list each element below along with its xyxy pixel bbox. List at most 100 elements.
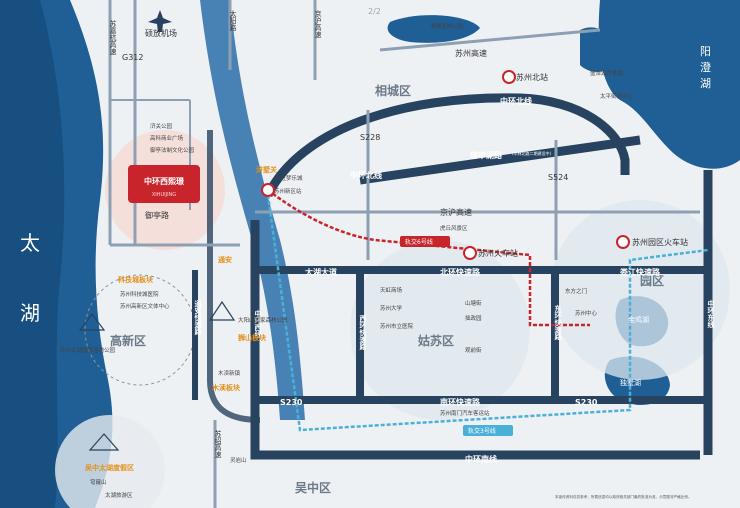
page-indicator: 2/2 (368, 7, 381, 16)
s524-label: S524 (548, 173, 568, 182)
mountain-icon-3 (88, 433, 120, 451)
suzhou-highway-label: 苏州高速 (455, 48, 487, 58)
taiyang-label: 太阳路 (229, 9, 237, 32)
mudu-board-label: 木渎板块 (211, 383, 241, 392)
taihu-dadao-label: 太湖大道 (304, 267, 337, 277)
project-name: 中环西熙璟 (144, 176, 184, 186)
ring-north (263, 93, 630, 198)
chunshen-note: (华林北路二期建设中) (512, 150, 552, 156)
suzhou-new-label: 苏州新区站 (274, 187, 302, 195)
taiping-label: 太平街道中心 (600, 92, 634, 100)
chunshen-road (359, 135, 641, 185)
caohu-label: 漕湖湿地公园 (430, 22, 464, 30)
mountain-icon-2 (78, 313, 106, 331)
tongan-road-label: 通安快速路 (194, 299, 203, 336)
shantang-label: 山塘街 (465, 299, 482, 307)
west-outer-road (207, 130, 261, 423)
g312-label: G312 (122, 53, 143, 62)
metro-6-label: 轨交6号线 (405, 238, 433, 246)
wuzhong-label: 吴中区 (295, 480, 331, 495)
gaoke-label: 高科商业广场 (150, 134, 184, 142)
taihu-label-2: 湖 (20, 301, 40, 325)
project-sub: XIHUIJING (152, 192, 176, 198)
suzhou-north-label: 苏州北站 (516, 72, 548, 82)
yangcheng-label-3: 湖 (700, 77, 711, 90)
lingyan-label: 灵岩山 (230, 456, 247, 464)
kejicheng-hosp-label: 苏州科技城医院 (120, 290, 159, 298)
suzhou-new-station-icon (261, 183, 275, 197)
s228-label: S228 (360, 133, 380, 142)
metro-3-label: 轨交3号线 (468, 427, 496, 435)
airport-label: 硕放机场 (145, 28, 177, 38)
yuanqu-circle (550, 200, 730, 380)
suda-label: 苏州大学 (380, 304, 403, 312)
zhonghuan-north-label: 中环北线 (500, 96, 532, 106)
suzhou-highway-line (379, 28, 601, 52)
gaoxin-center-label: 苏州高新区文体中心 (120, 302, 170, 310)
gaoxin-label: 高新区 (110, 333, 146, 348)
dushu-label: 独墅湖 (620, 378, 641, 387)
yongwang-label: 永旺梦乐城 (275, 174, 303, 182)
xiangcheng-label: 相城区 (375, 83, 411, 98)
project-marker[interactable] (128, 165, 200, 203)
yangcheng-label-2: 澄 (700, 60, 711, 74)
s230-b-label: S230 (575, 398, 598, 407)
zhonghuan-west-label: 中环西线 (254, 309, 262, 339)
huning-v-label: 京沪高速 (314, 9, 322, 39)
loujiang-label: 娄江快速路 (620, 267, 661, 277)
nanhuan-label: 南环快速路 (440, 397, 481, 407)
taihu-wetland-label: 苏州太湖国家湿地公园 (60, 346, 116, 354)
dongfang-label: 东方之门 (565, 287, 587, 295)
metro-6-badge (400, 236, 450, 247)
sh-park-label: 大阳山国家森林公园 (238, 316, 288, 324)
taihu-label-1: 太 (20, 231, 40, 255)
yangcheng-lake (598, 0, 740, 169)
caohu-lake (387, 15, 480, 43)
tiangong-label: 天虹商场 (380, 286, 403, 294)
xihuan-label: 西环快速路 (359, 315, 368, 351)
zhonghuan-south-label: 中环南线 (465, 454, 497, 464)
xuguan-park-label: 浒关公园 (150, 122, 173, 130)
nanmen-label: 苏州南门汽车客运站 (440, 409, 490, 417)
chunshen-label: 春申湖路 (470, 150, 503, 160)
gusu-label: 姑苏区 (418, 333, 454, 348)
zhonghuan-north2-label: 中环北线 (350, 170, 382, 180)
suzhou-yuanqu-label: 苏州园区火车站 (632, 237, 688, 247)
qionglong-label: 穹窿山 (90, 478, 107, 486)
sz-center-label: 苏州中心 (575, 309, 598, 317)
yuting-label: 御亭路 (145, 210, 169, 220)
jinji-label: 金鸡湖 (628, 315, 649, 324)
airplane-icon (148, 10, 172, 32)
suzhou-north-station-icon (502, 70, 516, 84)
guanqian-label: 观前街 (465, 346, 482, 354)
suzhou-yuanqu-station-icon (616, 235, 630, 249)
s230-a-label: S230 (280, 398, 303, 407)
zhonghuan-east-label: 中环东线 (707, 299, 715, 329)
hushu-label: 浒墅关 (256, 165, 277, 174)
suzhou-main-label: 苏州火车站 (478, 248, 518, 258)
yangcheng-lake-small (580, 27, 616, 72)
beihuan-label: 北环快速路 (440, 267, 481, 277)
shishan-board-label: 狮山板块 (237, 333, 267, 342)
donghuan-label: 东环快速路 (554, 304, 563, 341)
grand-canal (200, 0, 305, 420)
huqiu-label: 虎丘风景区 (440, 224, 468, 232)
yuting-park-label: 御亭法制文化公园 (150, 146, 195, 154)
suzhou-main-station-icon (463, 246, 477, 260)
disclaimer-text: 本宣传资料仅供参考，所载信息均以政府相关部门最终批准为准，示意图非严格比例。 (555, 494, 692, 499)
taihu-resort-circle (55, 415, 165, 508)
tongan-board-label: 通安 (218, 255, 232, 264)
sz-hosp-label: 苏州市立医院 (380, 322, 414, 330)
shengze-label: 盛泽湖月季园 (590, 69, 624, 77)
yangcheng-label-1: 阳 (700, 45, 711, 58)
taihu-resort-label: 吴中太湖度假区 (85, 463, 134, 472)
metro-line-3 (266, 194, 709, 432)
sushao-label: 苏绍高速 (214, 429, 222, 459)
taihu-lake-deep (0, 0, 65, 508)
huning-label: 京沪高速 (440, 207, 472, 217)
mountain-icon (208, 300, 236, 321)
ring-west-south (250, 220, 700, 460)
yuanqu-label: 园区 (640, 274, 664, 288)
